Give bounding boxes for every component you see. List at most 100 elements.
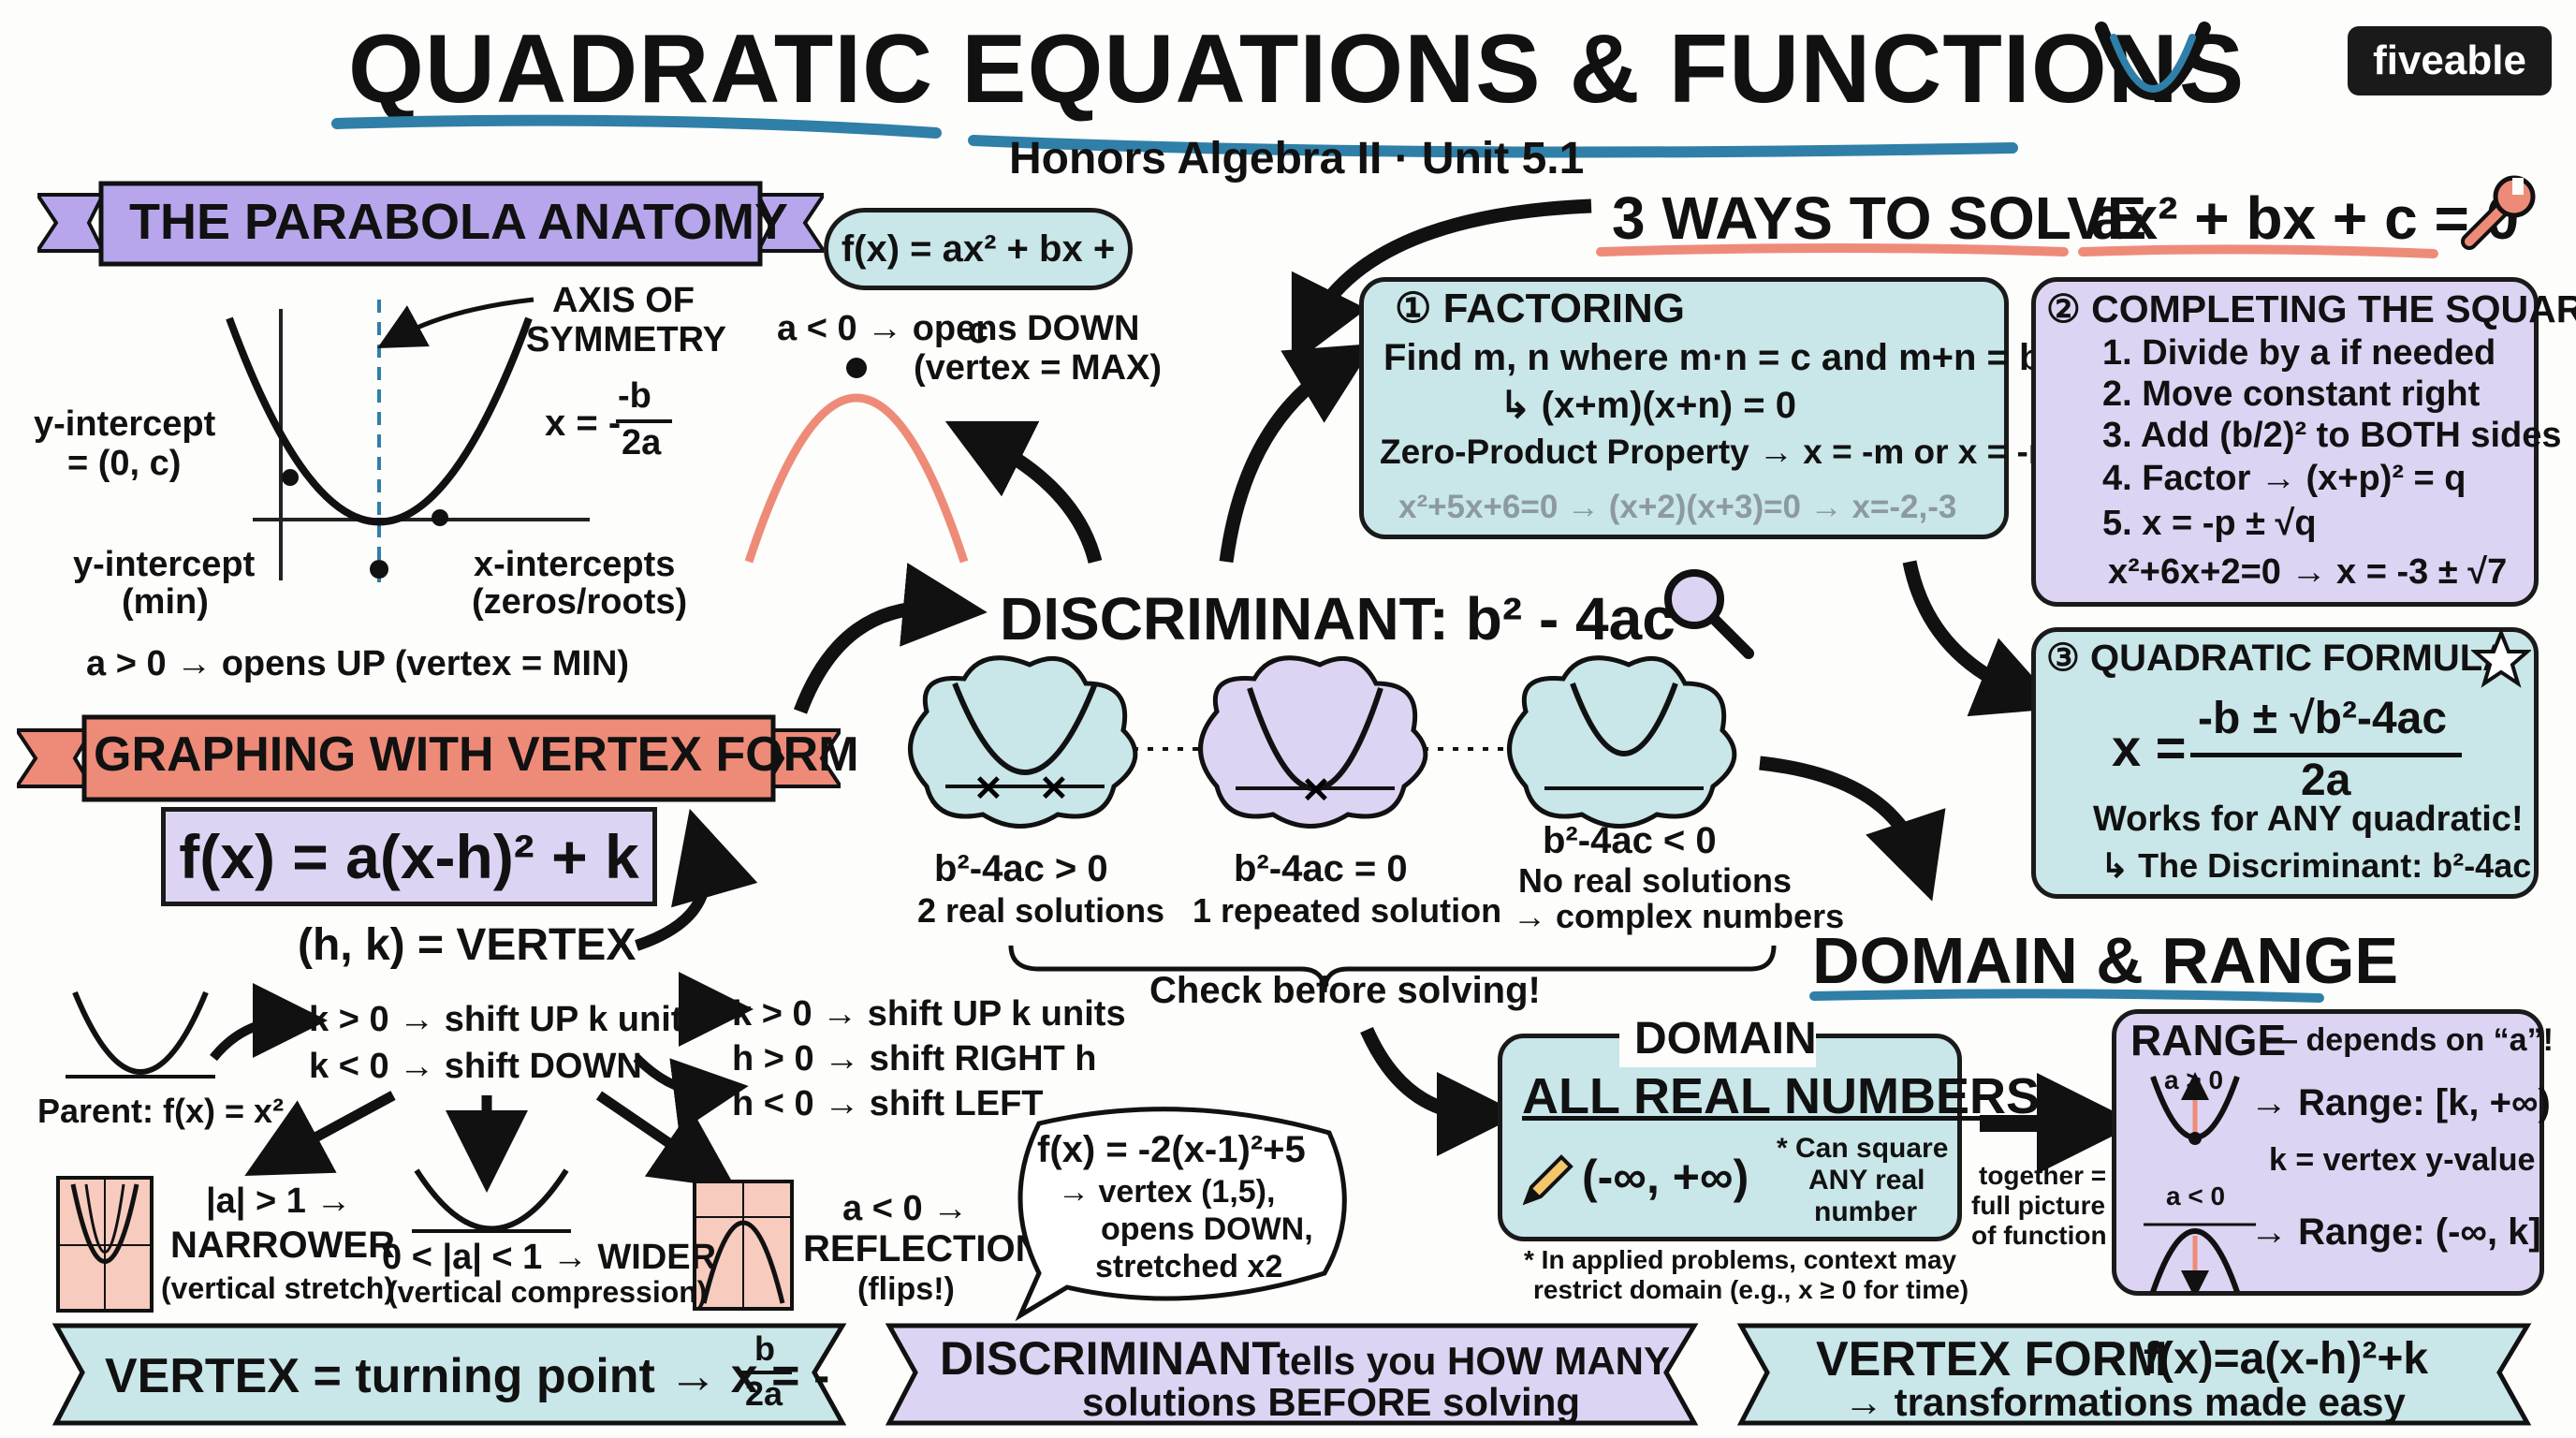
domain-footnote-1: * In applied problems, context may <box>1524 1245 1957 1274</box>
completing-example: x²+6x+2=0 → x = -3 ± √7 <box>2108 552 2508 592</box>
together-2: full picture <box>1971 1191 2106 1220</box>
factoring-example: x²+5x+6=0 → (x+2)(x+3)=0 → x=-2,-3 <box>1398 489 1957 525</box>
formula-bar <box>2190 753 2462 757</box>
anatomy-parabola-graph <box>226 297 590 585</box>
factoring-line-1: Find m, n where m·n = c and m+n = b <box>1383 337 2042 378</box>
range-k: k = vertex y-value <box>2269 1142 2536 1178</box>
together-1: together = <box>1979 1161 2107 1190</box>
xint-label-1: x-intercepts <box>474 545 676 584</box>
reflect-1: a < 0 → <box>842 1189 969 1228</box>
check-label: Check before solving! <box>1149 970 1541 1011</box>
formula-title: ③ QUADRATIC FORMULA <box>2046 638 2510 679</box>
completing-step-3: 3. Add (b/2)² to BOTH sides <box>2102 416 2562 455</box>
case2-desc: 1 repeated solution <box>1193 891 1502 930</box>
factoring-box <box>1359 277 2009 539</box>
vertex-banner-shape <box>17 714 841 802</box>
yint-label-2: = (0, c) <box>67 444 182 483</box>
case3-desc: No real solutions <box>1518 861 1793 900</box>
axis-formula-den: 2a <box>622 423 662 462</box>
range-graphs <box>2144 1072 2256 1292</box>
parent-label: Parent: f(x) = x² <box>37 1092 285 1130</box>
xint-label-2: (zeros/roots) <box>472 582 688 622</box>
yint-label-1: y-intercept <box>34 404 216 444</box>
case2-cond: b²-4ac = 0 <box>1234 848 1408 889</box>
svg-text:✕: ✕ <box>1301 771 1331 811</box>
narrow-3: (vertical stretch) <box>161 1271 394 1305</box>
shift-b-3: h < 0 → shift LEFT <box>732 1084 1044 1123</box>
shift-a-2: k < 0 → shift DOWN <box>309 1047 642 1086</box>
range-depends: — depends on “a”! <box>2265 1022 2554 1058</box>
brand-logo: fiveable <box>2348 26 2552 95</box>
footer-right-1b: f(x)=a(x-h)²+k <box>2144 1334 2429 1384</box>
formula-denominator: 2a <box>2301 756 2351 805</box>
footer-right-1a: VERTEX FORM <box>1816 1332 2168 1387</box>
formula-numerator: -b ± √b²-4ac <box>2198 694 2448 743</box>
domain-range-underline <box>1809 989 2324 1003</box>
axis-formula-num: -b <box>618 376 651 416</box>
vertex-form-box: f(x) = a(x-h)² + k <box>161 807 657 906</box>
footer-mid-1a: DISCRIMINANT <box>940 1332 1281 1385</box>
domain-range-header: DOMAIN & RANGE <box>1812 924 2399 997</box>
example-3: opens DOWN, <box>1101 1211 1313 1247</box>
vertex-hk-label: (h, k) = VERTEX <box>298 920 637 970</box>
wide-1: 0 < |a| < 1 → WIDER <box>382 1238 717 1277</box>
page-subtitle: Honors Algebra II · Unit 5.1 <box>1009 134 1585 183</box>
brand-text: fiveable <box>2373 37 2526 83</box>
svg-text:✕: ✕ <box>973 770 1003 809</box>
downward-parabola <box>744 358 969 564</box>
example-bubble <box>1015 1107 1347 1322</box>
domain-footnote-2: restrict domain (e.g., x ≥ 0 for time) <box>1533 1275 1969 1304</box>
completing-box <box>2031 277 2539 607</box>
shift-b-1: k > 0 → shift UP k units <box>732 994 1126 1034</box>
axis-label-1: AXIS OF <box>552 281 695 320</box>
anatomy-banner: THE PARABOLA ANATOMY <box>129 194 788 250</box>
narrow-1: |a| > 1 → <box>206 1181 352 1221</box>
shift-b-2: h > 0 → shift RIGHT h <box>732 1039 1097 1078</box>
range-down: → Range: (-∞, k] <box>2250 1211 2541 1253</box>
solve-underline <box>1596 243 2438 258</box>
formula-note-1: Works for ANY quadratic! <box>2093 800 2524 839</box>
axis-label-2: SYMMETRY <box>526 320 726 360</box>
completing-step-1: 1. Divide by a if needed <box>2102 333 2496 373</box>
range-box <box>2112 1009 2544 1296</box>
domain-title-bg <box>1619 1011 1816 1067</box>
completing-title: ② COMPLETING THE SQUARE <box>2046 287 2576 330</box>
completing-step-2: 2. Move constant right <box>2102 374 2481 414</box>
pencil-icon <box>1522 1154 1573 1206</box>
solve-header-2: ax² + bx + c = 0 <box>2091 184 2520 252</box>
footer-mid-1b: tells you HOW MANY <box>1277 1339 1671 1383</box>
wide-2: (vertical compression) <box>388 1275 708 1309</box>
opens-down-1: a < 0 → opens DOWN <box>777 309 1140 348</box>
axis-formula-bar <box>616 419 672 423</box>
footer-mid-2: solutions BEFORE solving <box>1082 1380 1581 1424</box>
range-up-cond: a > 0 <box>2164 1065 2224 1094</box>
opens-down-2: (vertex = MAX) <box>914 348 1163 388</box>
footer-left-num: b <box>754 1329 775 1368</box>
domain-note-1: * Can square <box>1777 1133 1949 1164</box>
anatomy-banner-shape <box>37 181 824 267</box>
general-form-pill: f(x) = ax² + bx + c <box>824 208 1133 351</box>
domain-value: ALL REAL NUMBERS <box>1522 1068 2041 1124</box>
completing-step-4: 4. Factor → (x+p)² = q <box>2102 459 2466 498</box>
cloud-shape <box>908 655 1737 829</box>
solve-header-1: 3 WAYS TO SOLVE <box>1612 184 2147 252</box>
reflect-2: REFLECTION <box>803 1228 1043 1269</box>
example-2: → vertex (1,5), <box>1058 1174 1276 1210</box>
domain-box <box>1498 1034 1962 1241</box>
star-icon <box>2471 629 2531 688</box>
formula-lhs: x = <box>2112 718 2187 777</box>
completing-step-5: 5. x = -p ± √q <box>2102 504 2317 543</box>
svg-text:✕: ✕ <box>1039 770 1069 809</box>
opens-up-label: a > 0 → opens UP (vertex = MIN) <box>86 644 630 683</box>
together-3: of function <box>1971 1221 2107 1250</box>
range-down-cond: a < 0 <box>2166 1181 2226 1211</box>
general-form-text: f(x) = ax² + bx + c <box>841 228 1116 351</box>
wrench-icon <box>2461 175 2536 250</box>
footer-banners <box>51 1323 2532 1426</box>
footer-left: VERTEX = turning point → x = - <box>105 1349 830 1403</box>
footer-left-bar <box>741 1371 792 1374</box>
formula-note-2: ↳ The Discriminant: b²-4ac <box>2100 846 2532 885</box>
example-4: stretched x2 <box>1095 1249 1283 1284</box>
factoring-line-3: Zero-Product Property → x = -m or x = -n <box>1380 433 2050 471</box>
